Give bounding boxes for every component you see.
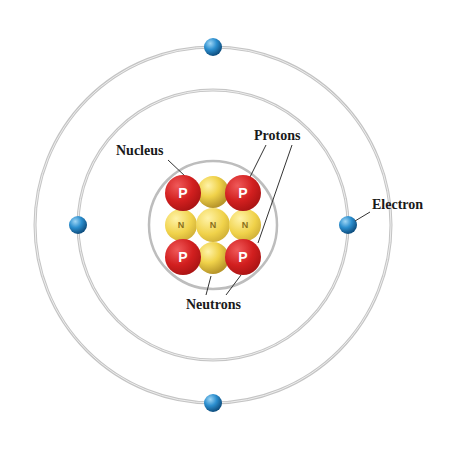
particle-symbol: P bbox=[238, 186, 247, 200]
particle-symbol: N bbox=[242, 221, 249, 230]
leader-line bbox=[226, 275, 241, 295]
proton-ball: P bbox=[225, 239, 261, 275]
callout-label: Protons bbox=[254, 128, 300, 143]
particle-symbol: P bbox=[178, 186, 187, 200]
particle-symbol: P bbox=[178, 250, 187, 264]
neutron-ball: N bbox=[196, 208, 230, 242]
proton-ball: P bbox=[165, 239, 201, 275]
neutron-ball: N bbox=[165, 209, 197, 241]
callout-label: Nucleus bbox=[116, 143, 163, 158]
callout-label: Electron bbox=[372, 197, 423, 212]
leader-line bbox=[250, 145, 266, 177]
leader-line bbox=[258, 145, 292, 243]
particle-symbol: P bbox=[238, 250, 247, 264]
proton-ball: P bbox=[225, 175, 261, 211]
electron-ball bbox=[69, 216, 87, 234]
outer-orbit bbox=[35, 47, 391, 403]
electron-ball bbox=[204, 394, 222, 412]
electron-ball bbox=[204, 38, 222, 56]
leader-line bbox=[355, 212, 370, 221]
nucleus-boundary bbox=[149, 161, 277, 289]
electron-ball bbox=[339, 216, 357, 234]
particle-symbol: N bbox=[178, 221, 185, 230]
leader-line bbox=[206, 276, 211, 295]
inner-orbit bbox=[78, 90, 348, 360]
particle-symbol: N bbox=[210, 221, 217, 230]
callout-label: Neutrons bbox=[186, 297, 241, 312]
outer-orbit-shine bbox=[35, 47, 391, 403]
neutron-ball: N bbox=[229, 209, 261, 241]
inner-orbit-shine bbox=[78, 90, 348, 360]
proton-ball: P bbox=[165, 175, 201, 211]
